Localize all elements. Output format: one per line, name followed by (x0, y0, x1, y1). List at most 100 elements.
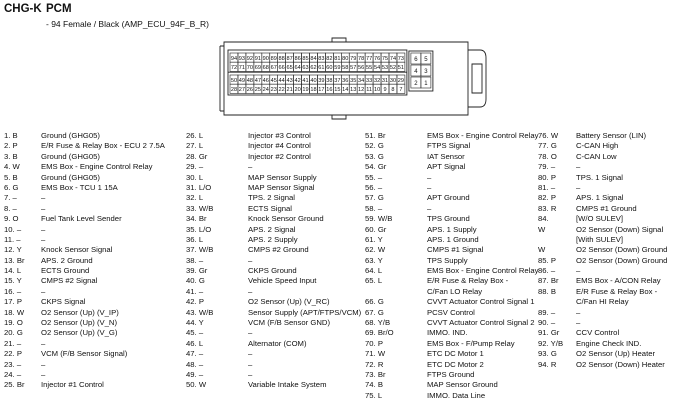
pin-description: CMPS #2 Signal (41, 276, 98, 286)
pin-id: 56. – (365, 182, 383, 192)
pin-id: 60. Gr (365, 224, 387, 234)
pin-id: 59. W/B (365, 214, 393, 224)
connector-latch-inner (471, 63, 483, 94)
pin-id: 82. P (538, 193, 556, 203)
pin-label: 21 (287, 87, 293, 93)
pin-label: 38 (326, 78, 332, 84)
pin-id: 16. – (4, 286, 22, 296)
pin-label: 70 (247, 65, 253, 71)
pin-description: APS. 2 Ground (41, 255, 93, 265)
pin-label: 33 (366, 78, 372, 84)
pin-id: 9. O (4, 214, 19, 224)
pin-id: 15. Y (4, 276, 22, 286)
pin-description: O2 Sensor (Down) Heater (576, 359, 665, 369)
pin-id: 5. B (4, 172, 18, 182)
pin-description: CMPS #2 Ground (248, 245, 309, 255)
pin-description: FTPS Signal (427, 141, 471, 151)
pin-description: – (248, 328, 253, 338)
pin-label: 91 (255, 56, 261, 62)
pin-description: – (427, 182, 432, 192)
pin-label: 66 (279, 65, 285, 71)
pin-id: 24. – (4, 369, 22, 379)
pin-label: 14 (342, 87, 348, 93)
pin-id: 50. W (186, 380, 207, 390)
pin-id: 33. W/B (186, 203, 214, 213)
pin-id: 28. Gr (186, 151, 208, 161)
pin-description: O2 Sensor (Up) Heater (576, 349, 656, 359)
side-pin-label: 3 (424, 69, 428, 75)
pin-description: – (248, 359, 253, 369)
connector-key-top (331, 37, 347, 42)
pin-label: 11 (366, 87, 372, 93)
pin-label: 47 (255, 78, 261, 84)
header-name: PCM (46, 3, 72, 15)
side-pin-cell (420, 76, 432, 89)
pin-id: 1. B (4, 131, 18, 140)
pin-id: W (538, 224, 546, 234)
pin-id: 43. W/B (186, 307, 214, 317)
pin-description: – (41, 286, 46, 296)
pin-description: APT Ground (427, 193, 470, 203)
pin-label: 63 (302, 65, 308, 71)
pin-description: ETC DC Motor 1 (427, 349, 484, 359)
pin-label: 72 (231, 65, 237, 71)
pin-id: 14. L (4, 266, 22, 276)
pin-description: TPS Supply (427, 255, 468, 265)
pin-label: 26 (247, 87, 253, 93)
pin-description: – (248, 162, 253, 172)
pin-description: – (576, 318, 581, 328)
pin-label: 43 (287, 78, 293, 84)
pin-label: 17 (318, 87, 324, 93)
pin-id: 20. G (4, 328, 23, 338)
pin-description: E/R Fuse & Relay Box - (427, 276, 509, 286)
pin-description: – (248, 369, 253, 379)
pin-label: 15 (334, 87, 340, 93)
pin-description: C/Fan LO Relay (427, 286, 483, 296)
pin-id: 12. Y (4, 245, 22, 255)
pin-id: 87. Br (538, 276, 559, 286)
pin-description: ECTS Signal (248, 203, 293, 213)
side-pin-cell (420, 52, 432, 65)
pin-label: 58 (342, 65, 348, 71)
pin-label: 44 (279, 78, 285, 84)
pin-id: 22. P (4, 349, 22, 359)
pin-description: Ground (GHG05) (41, 151, 100, 161)
pin-id: 49. – (186, 369, 204, 379)
pin-id: 41. – (186, 286, 204, 296)
pin-id: 47. – (186, 349, 204, 359)
pin-label: 36 (342, 78, 348, 84)
pin-label: 54 (374, 65, 380, 71)
pin-description: Battery Sensor (LIN) (576, 131, 647, 140)
pin-id: 57. G (365, 193, 384, 203)
pin-id: 74. B (365, 380, 383, 390)
pin-id: 7. – (4, 193, 17, 203)
pin-id: 67. G (365, 307, 384, 317)
pin-id: 32. L (186, 193, 204, 203)
pin-description: CKPS Ground (248, 266, 297, 276)
pin-label: 83 (318, 56, 324, 62)
connector-key-bottom (331, 115, 347, 120)
pin-description: IAT Sensor (427, 151, 465, 161)
pin-description: Ground (GHG05) (41, 172, 100, 182)
pin-description: Injector #2 Control (248, 151, 311, 161)
pin-label: 27 (239, 87, 245, 93)
pin-id: 27. L (186, 141, 204, 151)
pin-description: Ground (GHG05) (41, 131, 100, 140)
pin-label: 80 (342, 56, 348, 62)
pin-description: Sensor Supply (APT/FTPS/VCM) (248, 307, 362, 317)
pin-label: 85 (302, 56, 308, 62)
side-pin-label: 6 (414, 57, 418, 63)
pin-label: 92 (247, 56, 253, 62)
pin-id: 54. Gr (365, 162, 387, 172)
pin-description: Knock Sensor Ground (248, 214, 324, 224)
pin-description: – (576, 307, 581, 317)
pin-id: 17. P (4, 297, 22, 307)
pin-description: [W/O SULEV] (576, 214, 623, 224)
pin-description: O2 Sensor (Up) (V_RC) (248, 297, 330, 307)
side-pin-label: 5 (424, 57, 428, 63)
pin-id: 39. Gr (186, 266, 208, 276)
pin-id: 68. Y/B (365, 318, 391, 328)
pin-description: – (576, 266, 581, 276)
pin-description: APS. 2 Signal (248, 224, 296, 234)
